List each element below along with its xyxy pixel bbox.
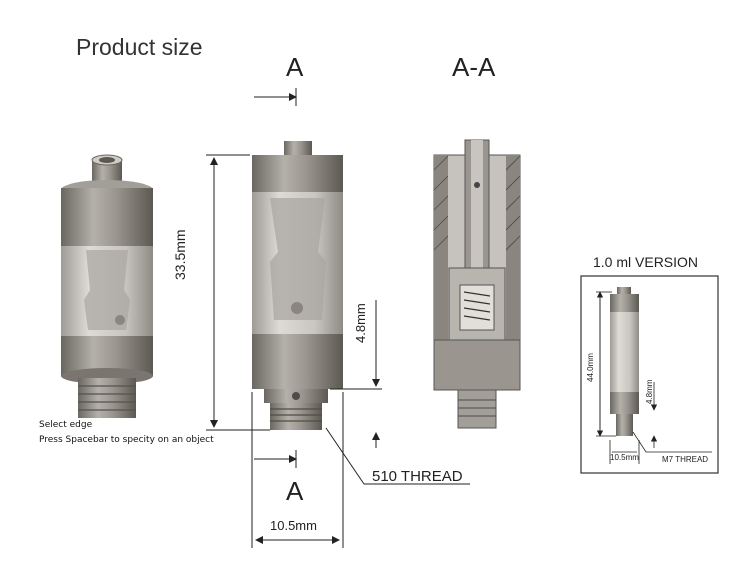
front-view (252, 141, 343, 430)
width-dimension: 10.5mm (270, 518, 317, 533)
section-label-aa: A-A (452, 52, 496, 82)
cad-hint-line1: Select edge (39, 420, 93, 430)
version-width-dimension: 10.5mm (610, 453, 639, 462)
height-dimension: 33.5mm (172, 229, 188, 280)
cad-hint: Select edge Press Spacebar to specity on… (39, 418, 214, 448)
thread-length-dimension: 4.8mm (353, 303, 368, 343)
section-label-a-top: A (286, 52, 304, 82)
section-view (433, 139, 521, 429)
cartridge-render (61, 154, 153, 418)
thread-label: 510 THREAD (372, 468, 463, 485)
version-thread-label: M7 THREAD (662, 455, 709, 464)
dimension-lines (206, 88, 470, 548)
cad-hint-line2: Press Spacebar to specity on an object (39, 435, 214, 445)
version-height-dimension: 44.0mm (586, 353, 595, 382)
page-title: Product size (76, 34, 203, 60)
version-title: 1.0 ml VERSION (593, 254, 699, 270)
section-label-a-bottom: A (286, 476, 304, 506)
version-thread-length-dimension: 4.8mm (645, 379, 654, 404)
version-panel (580, 275, 719, 474)
